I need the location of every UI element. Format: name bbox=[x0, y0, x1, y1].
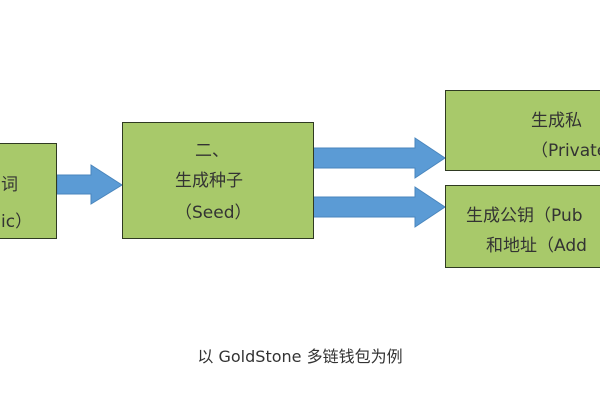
caption: 以 GoldStone 多链钱包为例 bbox=[197, 347, 403, 366]
private-key-line1: 生成私 bbox=[531, 111, 582, 131]
seed-line1: 二、 bbox=[195, 141, 229, 161]
private-key-line2: （Private bbox=[531, 141, 600, 161]
arrow-mnemonic-to-seed bbox=[56, 164, 123, 205]
mnemonic-box: 词 ic） bbox=[0, 143, 57, 239]
arrow-seed-to-public-key bbox=[312, 186, 446, 228]
private-key-box: 生成私 （Private bbox=[445, 90, 600, 171]
arrow-seed-to-private-key bbox=[312, 137, 446, 179]
seed-line3: （Seed） bbox=[175, 203, 252, 223]
mnemonic-line2: ic） bbox=[1, 212, 33, 232]
seed-box: 二、 生成种子 （Seed） bbox=[122, 122, 314, 239]
mnemonic-line1: 词 bbox=[1, 175, 18, 195]
public-key-line2: 和地址（Add bbox=[486, 236, 587, 256]
seed-line2: 生成种子 bbox=[175, 171, 243, 191]
public-key-line1: 生成公钥（Pub bbox=[466, 206, 583, 226]
public-key-box: 生成公钥（Pub 和地址（Add bbox=[445, 185, 600, 268]
